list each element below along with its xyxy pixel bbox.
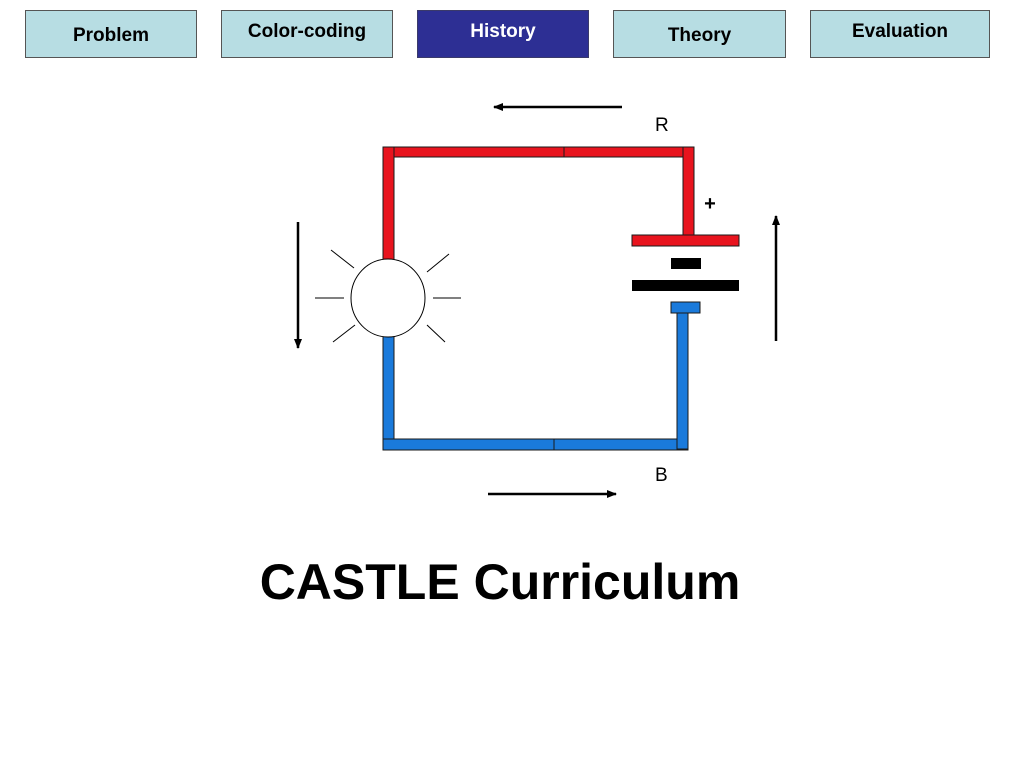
tab-color-coding[interactable]: Color-coding (221, 10, 393, 58)
blue-wire-right-vertical (676, 311, 689, 450)
tab-history[interactable]: History (417, 10, 589, 58)
tab-history-label: History (470, 20, 536, 42)
battery-positive-sign: + (704, 193, 716, 215)
bulb-ray (426, 253, 450, 273)
light-bulb-icon (315, 249, 461, 343)
tab-color-coding-label: Color-coding (247, 20, 367, 42)
node-label-r: R (655, 115, 669, 136)
blue-wire-bottom-left (382, 438, 555, 451)
battery-icon (631, 234, 740, 314)
bulb-ray (332, 324, 356, 343)
battery-negative-plate (670, 301, 701, 314)
circuit-diagram: + (294, 103, 780, 498)
battery-inner-long-plate (632, 280, 739, 291)
tab-theory[interactable]: Theory (613, 10, 786, 58)
red-wire-left-vertical (382, 146, 395, 261)
bulb-ray (426, 324, 446, 343)
tab-problem[interactable]: Problem (25, 10, 197, 58)
blue-wire (382, 311, 689, 451)
battery-positive-plate (631, 234, 740, 247)
bulb-ray (330, 249, 355, 269)
bulb-glass (350, 258, 426, 338)
red-wire-top-right (563, 146, 695, 158)
node-label-b: B (655, 465, 668, 486)
blue-wire-left-vertical (382, 335, 395, 450)
blue-wire-bottom-right (553, 438, 689, 451)
tab-theory-label: Theory (667, 24, 732, 46)
red-wire-top-left (382, 146, 565, 158)
tab-problem-label: Problem (72, 24, 150, 46)
tab-evaluation-label: Evaluation (851, 20, 949, 42)
tab-evaluation[interactable]: Evaluation (810, 10, 990, 58)
battery-inner-short-plate (671, 258, 701, 269)
red-wire-right-vertical (682, 146, 695, 236)
page-title: CASTLE Curriculum (259, 554, 741, 610)
